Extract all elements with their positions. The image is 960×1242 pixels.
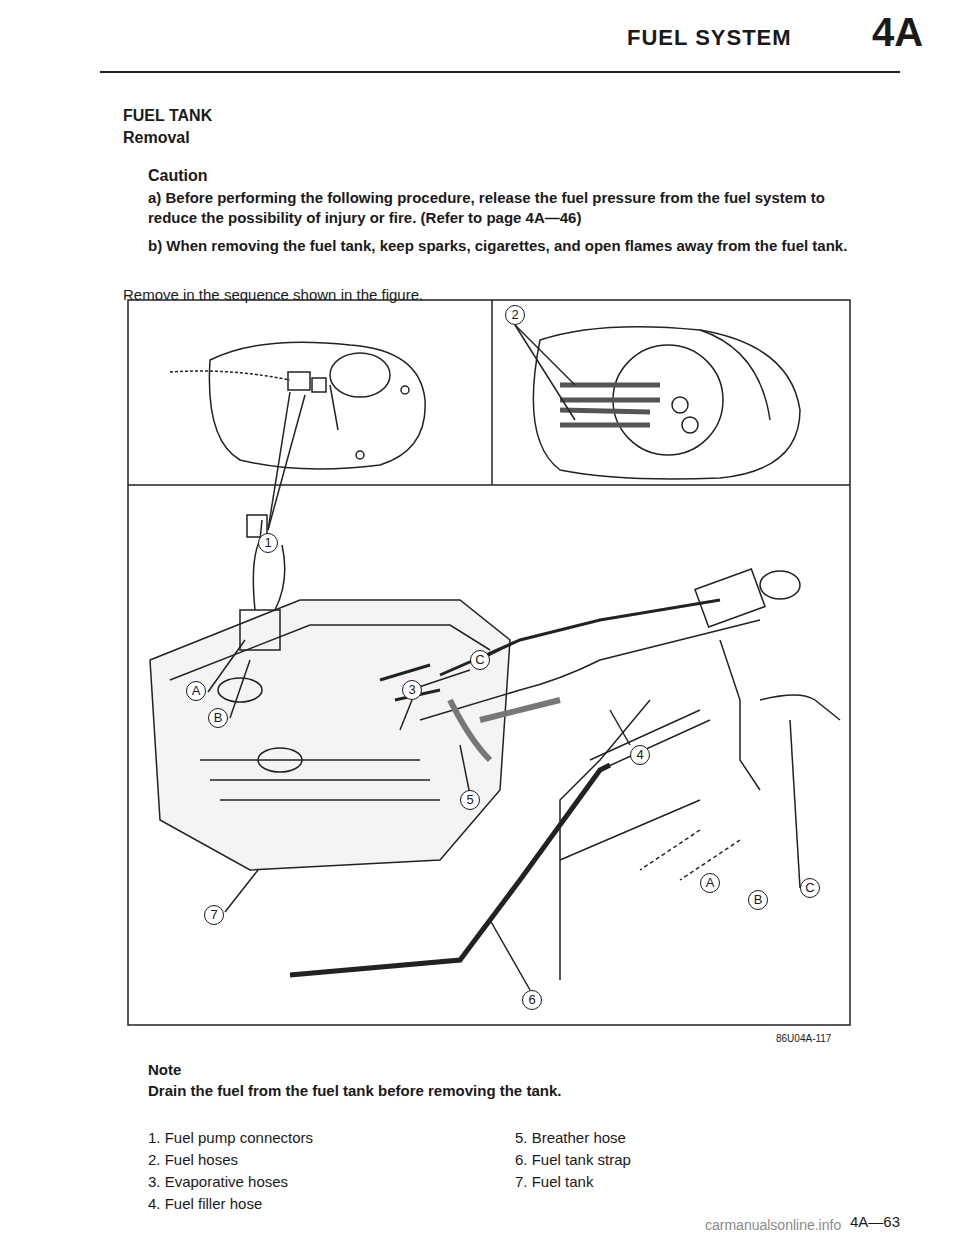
page-number: 4A—63 [850, 1212, 940, 1232]
callout-number: C [800, 878, 820, 898]
callout-number: 1 [258, 533, 278, 553]
section-title: FUEL TANK [123, 106, 423, 127]
callout-number: 3 [402, 680, 422, 700]
caution-text: a) Before performing the following proce… [148, 188, 868, 227]
callout-number: A [186, 681, 206, 701]
callout-number: A [700, 873, 720, 893]
list-item: 1. Fuel pump connectors [148, 1128, 468, 1148]
figure-code: 86U04A-117 [776, 1032, 876, 1045]
caution-text: b) When removing the fuel tank, keep spa… [148, 236, 868, 256]
callout-number: 7 [204, 905, 224, 925]
callout-number: 6 [522, 990, 542, 1010]
header-text: FUEL SYSTEM [627, 24, 867, 53]
callout-number: C [470, 650, 490, 670]
callout-number: 2 [505, 305, 525, 325]
list-item: 6. Fuel tank strap [515, 1150, 835, 1170]
section-code: 4A [872, 12, 932, 52]
callout-number: B [208, 708, 228, 728]
callout-number: 4 [630, 745, 650, 765]
subheading: Removal [123, 128, 323, 149]
watermark: carmanualsonline.info [705, 1216, 905, 1234]
list-item: 7. Fuel tank [515, 1172, 835, 1192]
list-item: 4. Fuel filler hose [148, 1194, 468, 1214]
note-text: Drain the fuel from the fuel tank before… [148, 1081, 868, 1101]
callout-number: 5 [460, 790, 480, 810]
list-item: 3. Evaporative hoses [148, 1172, 468, 1192]
caution-heading: Caution [148, 166, 348, 187]
list-item: 2. Fuel hoses [148, 1150, 468, 1170]
callout-number: B [748, 890, 768, 910]
instruction: Remove in the sequence shown in the figu… [123, 285, 723, 305]
note-heading: Note [148, 1060, 348, 1080]
list-item: 5. Breather hose [515, 1128, 835, 1148]
